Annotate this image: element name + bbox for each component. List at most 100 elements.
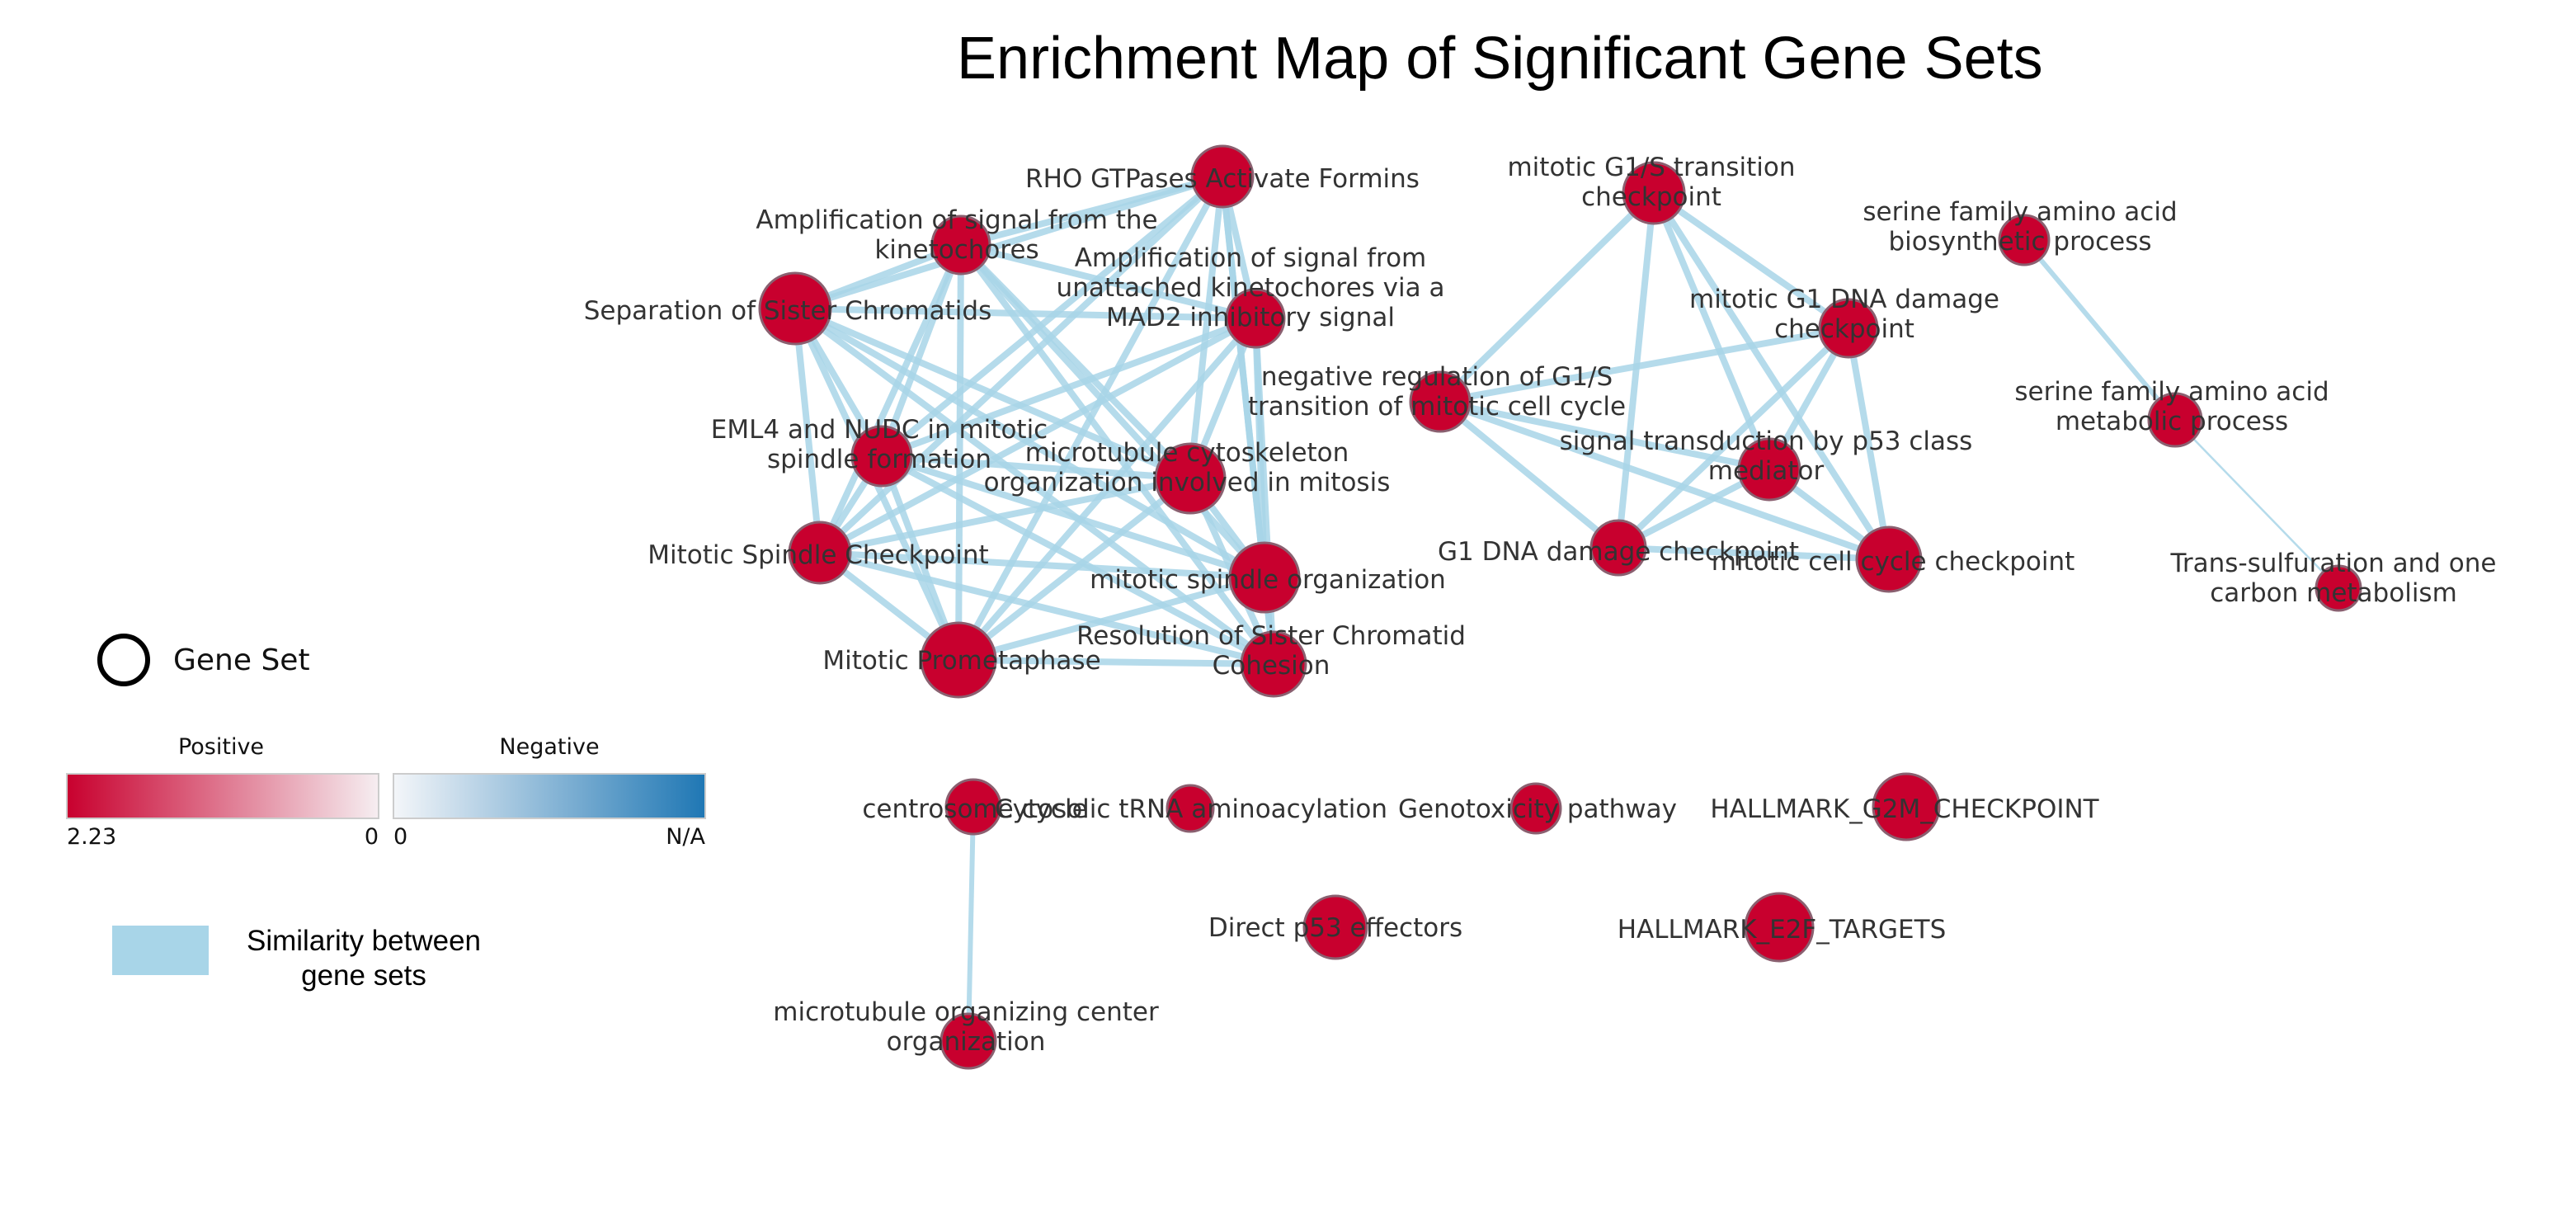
node-label-p53eff: Direct p53 effectors (1208, 913, 1462, 943)
negative-max-value: N/A (666, 824, 705, 850)
edge-g1dna_m-mcc (1845, 328, 1892, 560)
edge-g1s-g1dna (1615, 192, 1657, 549)
node-label-p53sig: signal transduction by p53 class (1560, 426, 1973, 456)
node-label-eml4: spindle formation (767, 445, 991, 474)
node-label-rho: RHO GTPases Activate Formins (1025, 164, 1420, 194)
node-eml4[interactable] (850, 425, 913, 488)
node-label-mtcyto: organization involved in mitosis (984, 468, 1391, 497)
edge-amp1-amp2 (960, 242, 1256, 322)
node-label-g1s: mitotic G1/S transition (1507, 153, 1795, 182)
negative-label: Negative (499, 734, 599, 760)
edge-g1s-g1dna_m (1651, 190, 1851, 332)
node-label-amp2: Amplification of signal from (1075, 243, 1427, 273)
node-label-amp1: Amplification of signal from the (756, 205, 1157, 235)
node-label-res: Cohesion (1213, 651, 1330, 681)
node-centro[interactable] (944, 778, 1002, 836)
node-serbio[interactable] (1998, 214, 2051, 266)
edge-g1dna-mcc (1618, 544, 1890, 563)
similarity-legend-line1: Similarity between (247, 925, 481, 957)
node-label-g1dna: G1 DNA damage checkpoint (1438, 537, 1799, 567)
edge-neg-g1dna (1438, 398, 1621, 551)
edge-eml4-mso (880, 453, 1266, 581)
edge-sep-mso (794, 305, 1266, 581)
node-label-amp1: kinetochores (874, 235, 1038, 265)
node-label-g2m: HALLMARK_G2M_CHECKPOINT (1710, 794, 2099, 824)
node-label-mtoc: microtubule organizing center (773, 997, 1159, 1027)
node-sep[interactable] (758, 271, 832, 346)
node-p53eff[interactable] (1302, 894, 1368, 960)
label-layer: RHO GTPases Activate ForminsAmplificatio… (584, 153, 2497, 1057)
node-sermet[interactable] (2147, 392, 2203, 448)
node-g1dna_m[interactable] (1818, 298, 1879, 359)
node-amp2[interactable] (1225, 288, 1286, 349)
node-g1s[interactable] (1622, 161, 1686, 225)
node-label-mso: mitotic spindle organization (1090, 565, 1446, 595)
node-mcc[interactable] (1855, 525, 1923, 593)
edge-amp1-mso (958, 243, 1267, 580)
edge-eml4-res (880, 453, 1275, 667)
node-g2m[interactable] (1872, 772, 1941, 841)
node-label-geno: Genotoxicity pathway (1398, 794, 1677, 824)
similarity-edge-swatch (112, 926, 209, 975)
edge-amp2-eml4 (880, 315, 1257, 459)
node-p53sig[interactable] (1737, 437, 1801, 502)
node-rho[interactable] (1190, 144, 1255, 209)
gene-set-legend-label: Gene Set (173, 643, 310, 677)
node-label-neg: negative regulation of G1/S (1261, 362, 1613, 392)
edge-rho-msc (817, 174, 1225, 555)
node-label-sermet: metabolic process (2056, 407, 2288, 436)
negative-color-bar (393, 773, 706, 819)
edge-sep-res (793, 305, 1276, 667)
page-title: Enrichment Map of Significant Gene Sets (957, 26, 2043, 92)
edge-amp2-sep (794, 305, 1256, 322)
positive-color-bar (66, 773, 379, 819)
edge-eml4-mtcyto (881, 453, 1191, 482)
node-label-p53sig: mediator (1708, 456, 1825, 486)
positive-label: Positive (178, 734, 264, 760)
edge-mpro-res (958, 657, 1274, 667)
node-mso[interactable] (1228, 541, 1301, 614)
node-label-mtcyto: microtubule cytoskeleton (1025, 438, 1349, 468)
negative-min-value: 0 (393, 824, 407, 850)
edge-amp1-msc (817, 243, 964, 554)
node-mtcyto[interactable] (1154, 442, 1227, 515)
gene-set-legend-icon (97, 634, 150, 686)
node-label-sermet: serine family amino acid (2014, 377, 2329, 407)
node-mtoc[interactable] (940, 1012, 997, 1070)
node-res[interactable] (1240, 630, 1307, 698)
node-mpro[interactable] (920, 621, 997, 699)
node-label-g1s: checkpoint (1581, 182, 1721, 212)
node-label-amp2: unattached kinetochores via a (1057, 273, 1445, 303)
edge-g1s-neg (1438, 191, 1656, 404)
node-label-neg: transition of mitotic cell cycle (1248, 392, 1626, 422)
edge-msc-mso (819, 549, 1265, 581)
node-label-amp2: MAD2 inhibitory signal (1106, 303, 1395, 332)
node-label-serbio: biosynthetic process (1888, 227, 2151, 257)
node-label-serbio: serine family amino acid (1863, 197, 2177, 227)
node-msc[interactable] (788, 521, 852, 585)
node-e2f[interactable] (1744, 892, 1815, 963)
node-neg[interactable] (1409, 370, 1472, 433)
edge-mtcyto-msc (819, 475, 1191, 556)
edge-mso-mpro (957, 574, 1266, 663)
node-label-mtoc: organization (887, 1027, 1046, 1057)
node-amp1[interactable] (930, 214, 991, 276)
edge-neg-mcc (1439, 398, 1891, 563)
legend: Gene Set Positive Negative 2.23 0 0 N/A … (66, 634, 706, 992)
edge-sep-msc (792, 308, 823, 554)
positive-max-value: 2.23 (67, 824, 116, 850)
node-trna[interactable] (1166, 784, 1215, 833)
node-g1dna[interactable] (1589, 519, 1647, 577)
node-trans[interactable] (2315, 564, 2362, 612)
edge-msc-res (819, 549, 1274, 667)
positive-min-value: 0 (365, 824, 379, 850)
node-label-msc: Mitotic Spindle Checkpoint (648, 540, 988, 570)
node-label-eml4: EML4 and NUDC in mitotic (711, 415, 1048, 445)
edge-serbio-sermet (2022, 238, 2178, 422)
node-label-e2f: HALLMARK_E2F_TARGETS (1618, 915, 1947, 945)
node-geno[interactable] (1509, 782, 1562, 835)
edge-layer (792, 173, 2339, 1042)
edge-sermet-trans (2174, 419, 2339, 589)
edge-centro-mtoc (966, 806, 976, 1042)
